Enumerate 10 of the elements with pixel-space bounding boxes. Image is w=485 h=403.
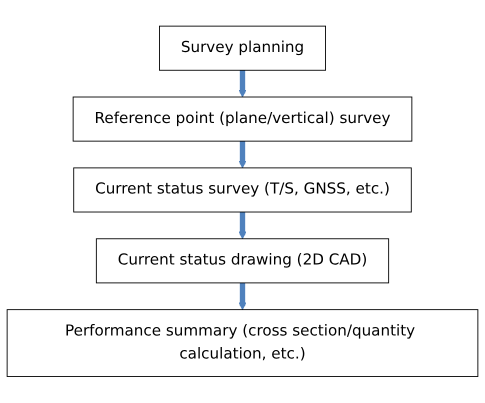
node-box: [73, 168, 412, 213]
arrow: [238, 212, 246, 240]
arrow: [238, 282, 246, 310]
arrow: [238, 70, 246, 98]
node-box: [159, 26, 326, 71]
flowchart: Survey planning Reference point (plane/vertical) survey Current status survey (T/S, GNSS, etc.) Current status drawing (2D CAD) Performance summary (cross section/quantity calculation, etc.): [0, 19, 485, 384]
arrow: [238, 140, 246, 168]
node-box: [96, 238, 390, 284]
node-box: [72, 96, 412, 142]
node-box: [6, 309, 478, 378]
